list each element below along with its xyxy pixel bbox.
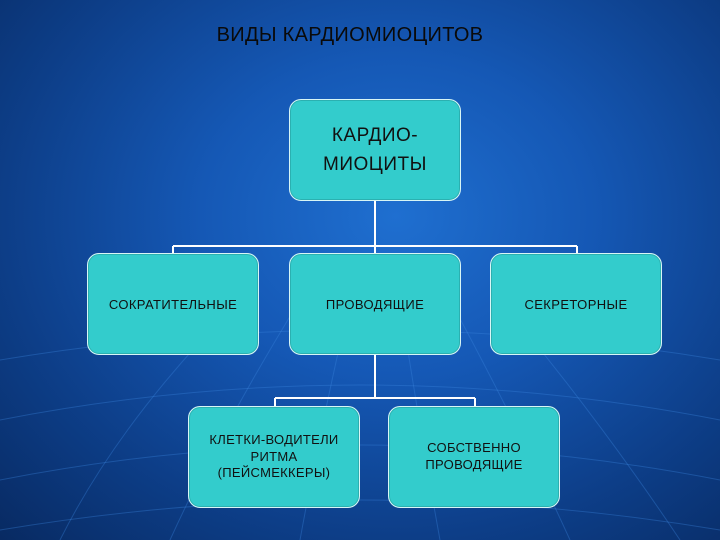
node-proper-conducting-label: СОБСТВЕННО ПРОВОДЯЩИЕ (425, 440, 523, 472)
page-title: ВИДЫ КАРДИОМИОЦИТОВ (216, 24, 484, 46)
node-secretory: СЕКРЕТОРНЫЕ (490, 253, 662, 355)
node-conducting: ПРОВОДЯЩИЕ (289, 253, 461, 355)
node-contractile-label: СОКРАТИТЕЛЬНЫЕ (108, 296, 238, 312)
node-pacemaker-cells-label: КЛЕТКИ-ВОДИТЕЛИ РИТМА (ПЕЙСМЕККЕРЫ) (209, 431, 339, 481)
node-cardiomyocytes-label: КАРДИО- МИОЦИТЫ (323, 124, 427, 175)
node-proper-conducting: СОБСТВЕННО ПРОВОДЯЩИЕ (388, 406, 560, 508)
node-secretory-label: СЕКРЕТОРНЫЕ (524, 296, 628, 312)
node-cardiomyocytes: КАРДИО- МИОЦИТЫ (289, 99, 461, 201)
node-contractile: СОКРАТИТЕЛЬНЫЕ (87, 253, 259, 355)
node-pacemaker-cells: КЛЕТКИ-ВОДИТЕЛИ РИТМА (ПЕЙСМЕККЕРЫ) (188, 406, 360, 508)
node-conducting-label: ПРОВОДЯЩИЕ (325, 296, 425, 312)
